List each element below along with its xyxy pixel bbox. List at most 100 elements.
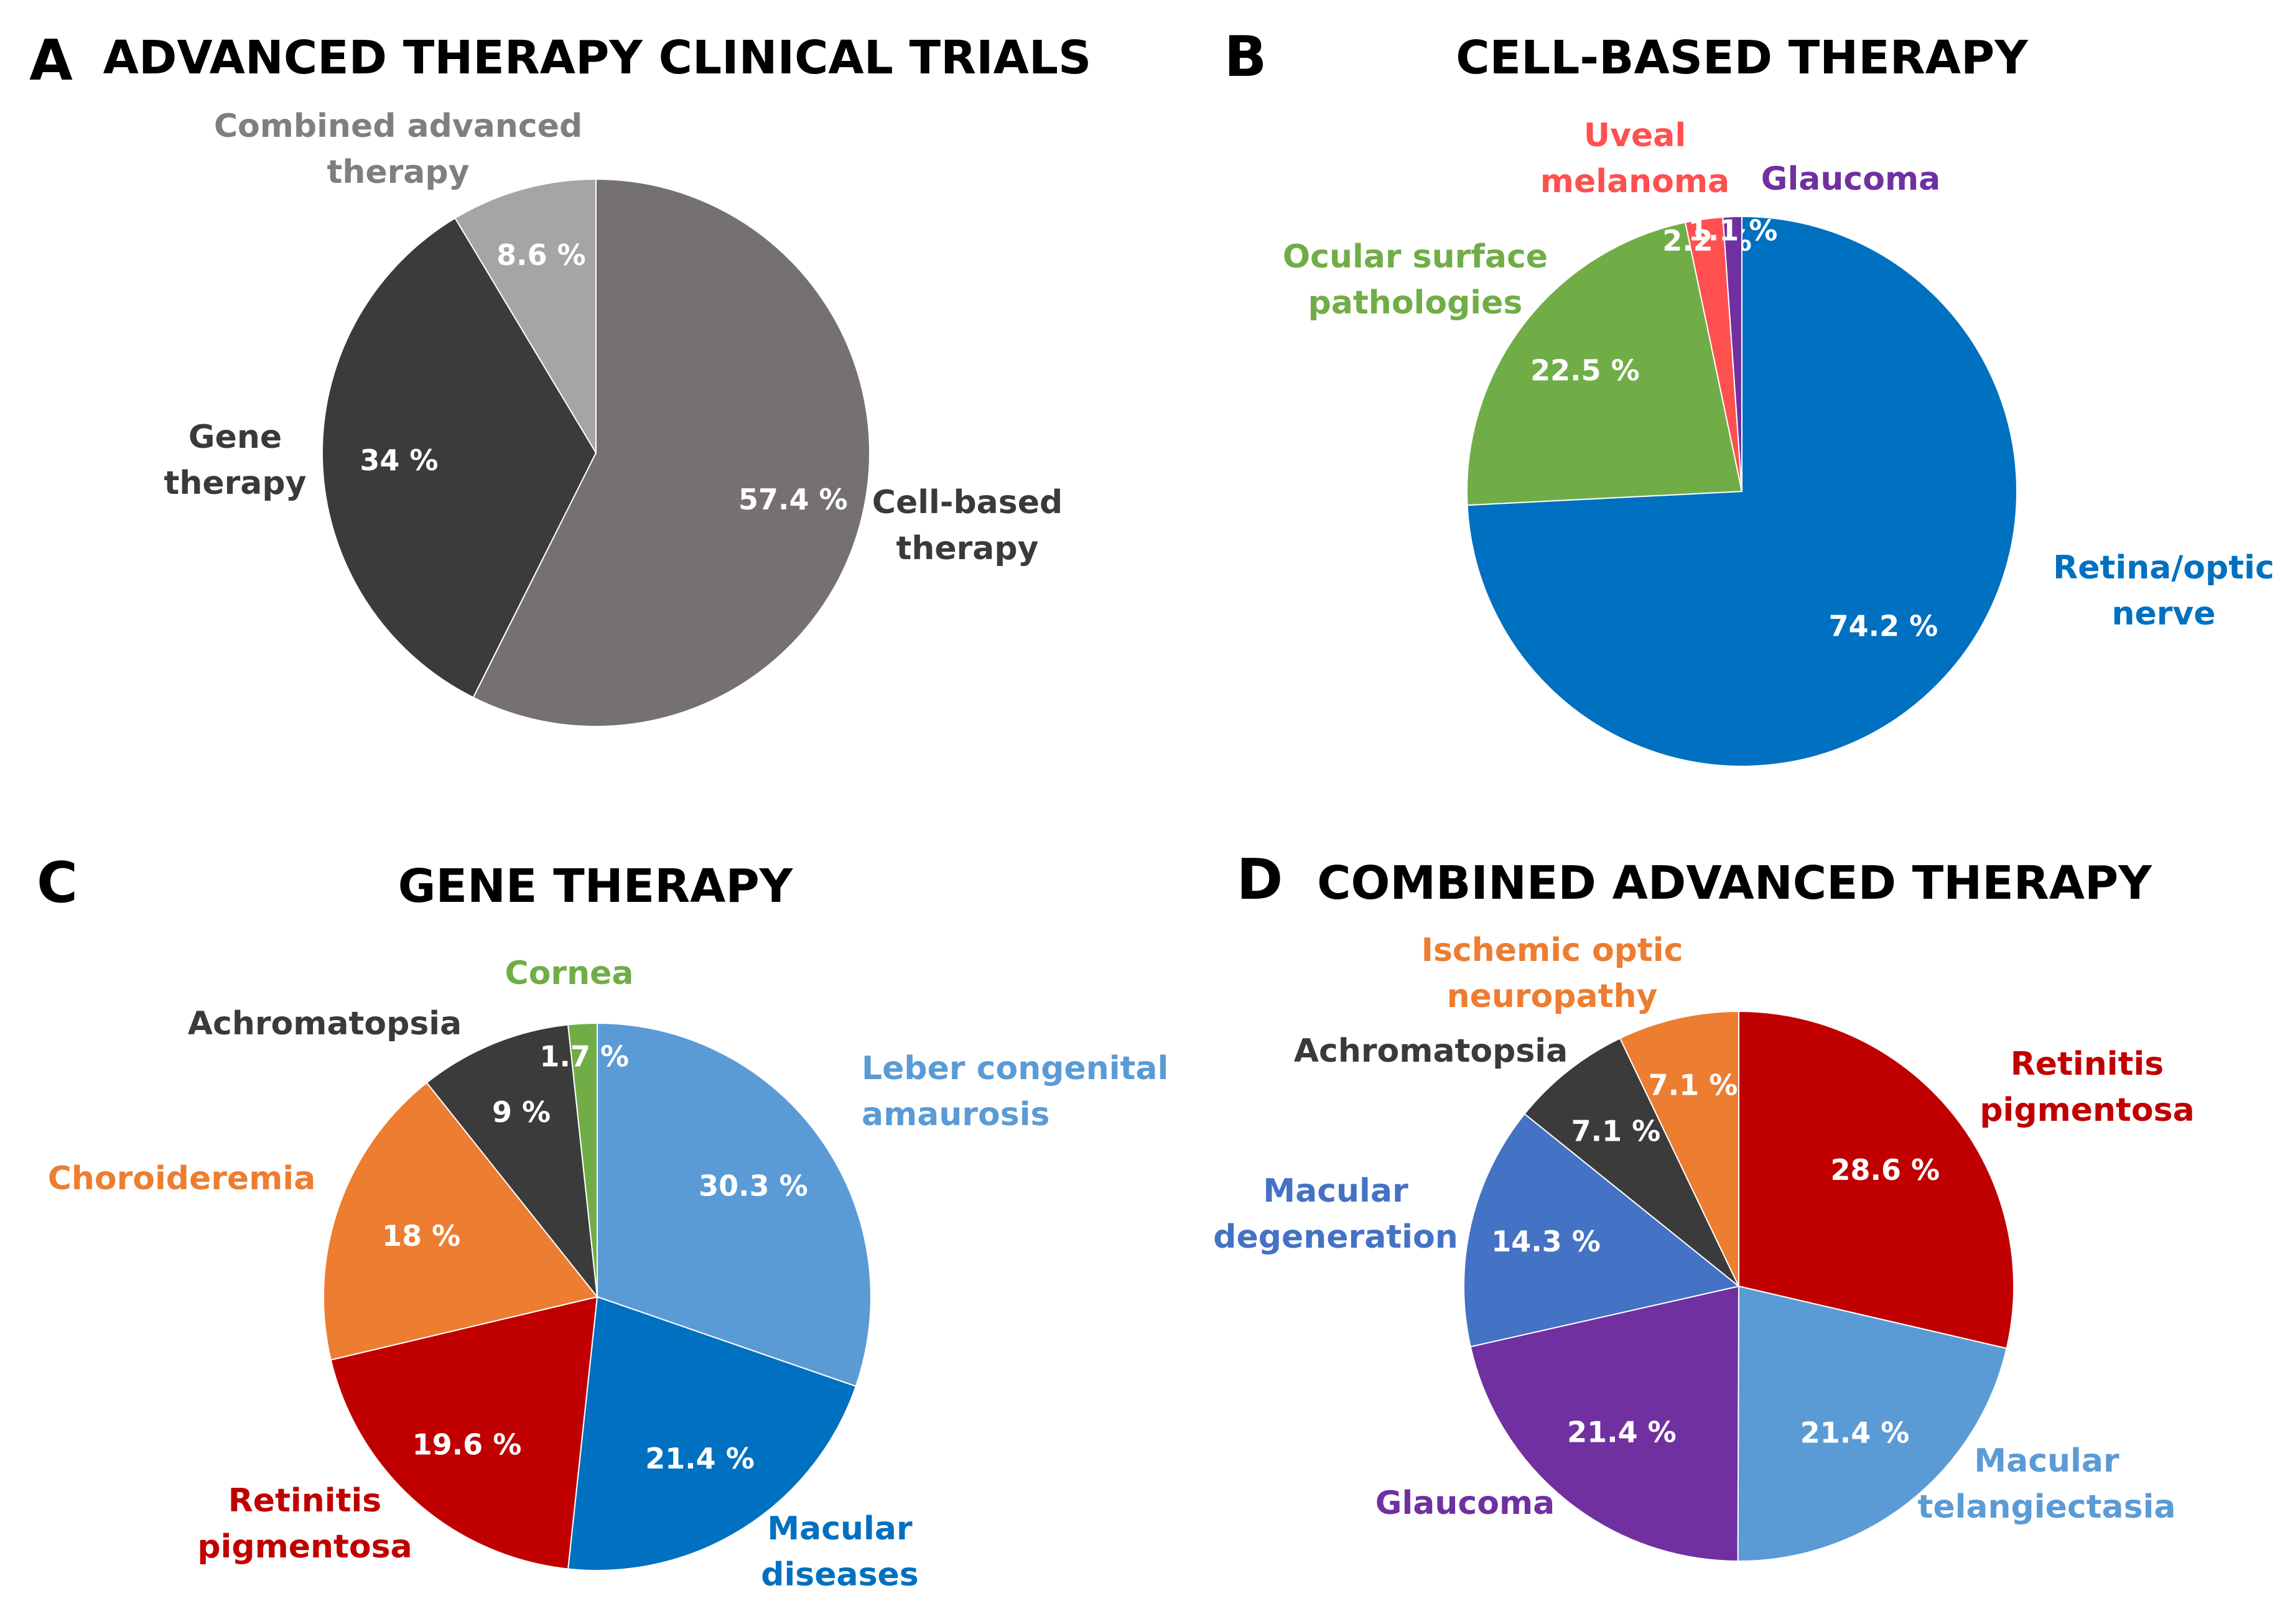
category-label: Cornea xyxy=(505,955,634,992)
category-label-line: nerve xyxy=(2111,595,2215,633)
panel-title-a: ADVANCED THERAPY CLINICAL TRIALS xyxy=(103,31,1092,85)
slice-value-label: 7.1 % xyxy=(1649,1069,1738,1102)
category-label: Ischemic optic neuropathy xyxy=(1421,932,1683,1015)
category-label-line: Leber congenital xyxy=(862,1050,1168,1087)
category-label-line: Choroideremia xyxy=(48,1160,316,1197)
panel-letter-d: D xyxy=(1237,847,1283,912)
category-label-line: therapy xyxy=(896,530,1039,567)
category-label: Macular diseases xyxy=(761,1510,919,1594)
panel-d: D COMBINED ADVANCED THERAPY 28.6 % Retini… xyxy=(1213,847,2195,1562)
slice-value-label: 57.4 % xyxy=(738,483,848,516)
panel-title-b: CELL-BASED THERAPY xyxy=(1456,31,2029,85)
category-label: Glaucoma xyxy=(1761,160,1940,198)
pie-slice xyxy=(1737,1285,2007,1562)
slice-value-label: 14.3 % xyxy=(1491,1225,1601,1258)
category-label: Uveal melanoma xyxy=(1540,117,1729,200)
slice-value-label: 7.1 % xyxy=(1571,1115,1661,1148)
category-label-line: therapy xyxy=(327,154,470,191)
category-label-line: pigmentosa xyxy=(1980,1092,2194,1129)
pie-slice xyxy=(1619,1010,1739,1287)
pie-slice xyxy=(597,1022,872,1388)
category-label-line: melanoma xyxy=(1540,163,1729,200)
category-label-line: pathologies xyxy=(1308,284,1523,322)
category-label-line: Uveal xyxy=(1584,117,1686,154)
panel-letter-c: C xyxy=(37,850,78,916)
category-label: Ocular surface pathologies xyxy=(1283,238,1548,322)
slice-value-label: 30.3 % xyxy=(699,1169,808,1202)
category-label-line: Ocular surface xyxy=(1283,238,1548,276)
category-label: Achromatopsia xyxy=(188,1005,462,1042)
category-label-line: Retina/optic xyxy=(2053,549,2274,587)
slice-value-label: 74.2 % xyxy=(1829,609,1938,643)
pie-slice xyxy=(567,1022,598,1297)
category-label-line: Retinitis xyxy=(228,1482,381,1520)
panel-title-d: COMBINED ADVANCED THERAPY xyxy=(1317,856,2152,910)
category-label-line: Macular xyxy=(1974,1442,2119,1480)
slice-value-label: 8.6 % xyxy=(496,238,586,272)
pie-slice xyxy=(1466,221,1743,506)
category-label-line: Cornea xyxy=(505,955,634,992)
category-label: Leber congenital amaurosis xyxy=(862,1050,1168,1133)
panel-letter-b: B xyxy=(1224,24,1267,90)
slice-value-label: 21.4 % xyxy=(645,1442,755,1475)
category-label-line: degeneration xyxy=(1213,1218,1458,1256)
category-label-line: diseases xyxy=(761,1556,919,1594)
category-label-line: amaurosis xyxy=(862,1096,1049,1133)
panel-b: B CELL-BASED THERAPY 74.2 % Retina/optic n… xyxy=(1224,24,2274,767)
pie-slice xyxy=(321,217,597,698)
pie-chart-d: 28.6 % Retinitis pigmentosa 21.4 % Macular te… xyxy=(1213,932,2195,1562)
slice-value-label: 34 % xyxy=(360,443,438,477)
category-label-line: Glaucoma xyxy=(1375,1485,1555,1522)
category-label: Achromatopsia xyxy=(1294,1032,1568,1070)
category-label-line: pigmentosa xyxy=(197,1528,412,1566)
pie-slice xyxy=(1463,1113,1741,1348)
pie-slice xyxy=(1469,1285,1740,1562)
pie-slice xyxy=(567,1296,857,1571)
category-label-line: Cell-based xyxy=(872,484,1063,521)
category-label: Gene therapy xyxy=(164,419,307,502)
category-label-line: telangiectasia xyxy=(1917,1488,2175,1526)
pie-slice xyxy=(1722,215,1742,492)
pie-slice xyxy=(1524,1037,1739,1287)
category-label: Choroideremia xyxy=(48,1160,316,1197)
slice-value-label: 18 % xyxy=(382,1219,460,1253)
pie-slice xyxy=(454,178,597,455)
category-label: Macular telangiectasia xyxy=(1917,1442,2175,1526)
pie-chart-b: 74.2 % Retina/optic nerve 22.5 % Ocular surf… xyxy=(1283,117,2274,767)
slice-value-label: 22.5 % xyxy=(1530,354,1640,387)
slice-value-label: 9 % xyxy=(492,1095,551,1129)
pie-slice xyxy=(330,1296,598,1570)
category-label-line: Ischemic optic xyxy=(1421,932,1683,969)
pie-slice xyxy=(1738,1010,2015,1350)
category-label: Retinitis pigmentosa xyxy=(1980,1046,2194,1129)
category-label-line: therapy xyxy=(164,465,307,502)
slice-value-label: 19.6 % xyxy=(412,1428,522,1462)
category-label-line: Achromatopsia xyxy=(188,1005,462,1042)
panel-letter-a: A xyxy=(29,28,73,93)
category-label-line: Retinitis xyxy=(2011,1046,2164,1083)
category-label: Macular degeneration xyxy=(1213,1172,1458,1256)
category-label-line: Glaucoma xyxy=(1761,160,1940,198)
category-label-line: Macular xyxy=(767,1510,913,1547)
slice-value-label: 28.6 % xyxy=(1830,1153,1940,1187)
slice-value-label: 1.7 % xyxy=(540,1039,630,1073)
slice-value-label: 21.4 % xyxy=(1800,1416,1910,1450)
category-label: Cell-based therapy xyxy=(872,484,1063,567)
category-label-line: Macular xyxy=(1263,1172,1408,1210)
panel-c: C GENE THERAPY 30.3 % Leber congenital ama… xyxy=(37,850,1168,1594)
category-label-line: Gene xyxy=(188,419,282,456)
panel-title-c: GENE THERAPY xyxy=(398,860,794,913)
category-label: Retina/optic nerve xyxy=(2053,549,2274,633)
pie-chart-a: 57.4 % Cell-based therapy 34 % Gene therapy 8.… xyxy=(164,108,1063,727)
slice-value-label: 21.4 % xyxy=(1567,1415,1677,1449)
category-label: Glaucoma xyxy=(1375,1485,1555,1522)
pie-slice xyxy=(472,178,870,727)
category-label-line: neuropathy xyxy=(1447,978,1658,1015)
pie-slice xyxy=(322,1082,598,1361)
pie-slice xyxy=(426,1024,598,1299)
slice-value-label: 1.1 % xyxy=(1688,213,1778,247)
pie-chart-c: 30.3 % Leber congenital amaurosis 21.4 % Mac… xyxy=(48,955,1169,1594)
